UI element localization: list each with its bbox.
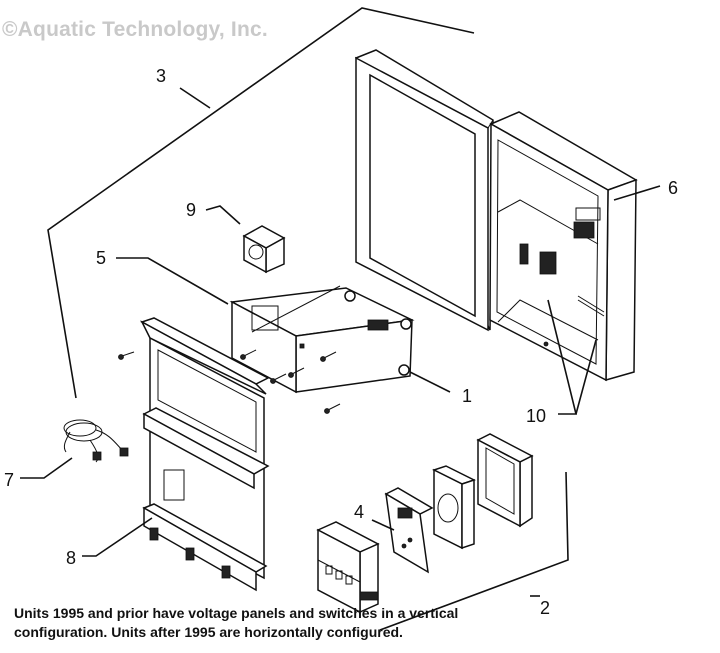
note-line-2: configuration. Units after 1995 are hori… — [14, 624, 403, 640]
part-7-wire-harness — [63, 419, 129, 463]
part-6-cabinet-box — [489, 111, 638, 382]
note-line-1: Units 1995 and prior have voltage panels… — [14, 605, 459, 621]
leader-3 — [47, 7, 475, 399]
leader-7 — [20, 457, 73, 479]
configuration-note: Units 1995 and prior have voltage panels… — [14, 604, 554, 642]
leader-4 — [371, 519, 395, 531]
callout-3: 3 — [156, 66, 167, 86]
callout-9: 9 — [186, 200, 197, 220]
leader-6 — [613, 185, 661, 201]
leader-8 — [82, 517, 153, 557]
part-2-plate — [432, 465, 476, 550]
callout-10: 10 — [526, 406, 547, 426]
callout-1: 1 — [462, 386, 473, 406]
part-5-control-board — [229, 285, 415, 394]
callout-4: 4 — [354, 502, 365, 522]
callout-7: 7 — [4, 470, 15, 490]
callout-8: 8 — [66, 548, 77, 568]
part-2-bezel — [476, 433, 534, 528]
part-9-box — [242, 225, 286, 274]
part-6-door-frame — [354, 49, 494, 332]
part-8-mounting-panel — [140, 317, 270, 592]
part-2-switch-block — [316, 521, 380, 614]
leader-9 — [205, 205, 241, 225]
leader-5 — [116, 257, 229, 305]
callout-5: 5 — [96, 248, 107, 268]
part-4-circuit-board — [384, 487, 434, 574]
leader-1 — [409, 371, 451, 393]
copyright-watermark: ©Aquatic Technology, Inc. — [2, 18, 268, 41]
callout-6: 6 — [668, 178, 679, 198]
leader-3-label — [179, 87, 211, 109]
leader-2 — [379, 471, 569, 631]
callout-2: 2 — [540, 598, 551, 618]
